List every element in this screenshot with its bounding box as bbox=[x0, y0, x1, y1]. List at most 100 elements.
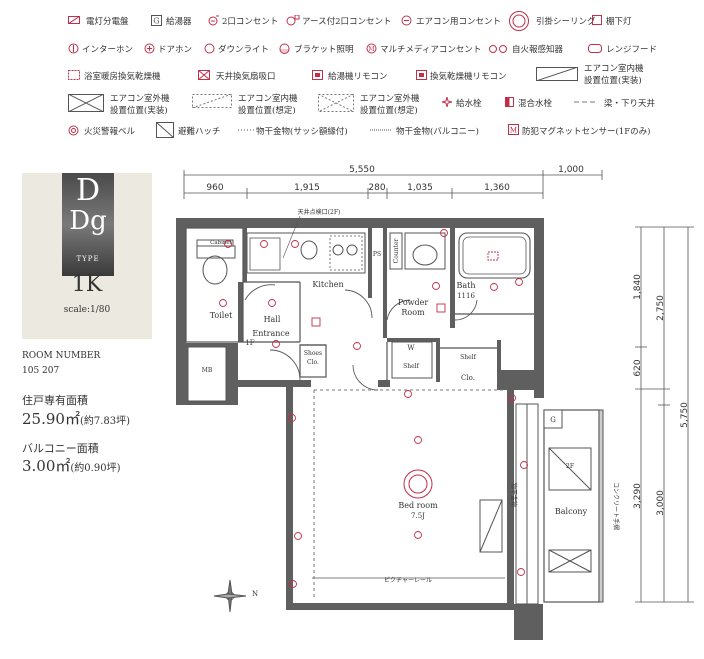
legend-item: 設置位置(実装) bbox=[584, 76, 642, 86]
heater-remote-icon bbox=[312, 70, 323, 80]
interior-walls bbox=[185, 227, 534, 380]
balcony-outline bbox=[543, 409, 600, 603]
legend-item: 給水栓 bbox=[456, 99, 482, 109]
type-letter: D bbox=[75, 173, 101, 208]
aircon-indoor-unit bbox=[479, 499, 503, 553]
ceiling-hook-icon bbox=[403, 469, 433, 499]
legend-item: 設置位置(想定) bbox=[360, 106, 418, 116]
legend-item: 浴室暖房換気乾燥機 bbox=[84, 72, 161, 82]
legend-item: 給湯機リモコン bbox=[328, 72, 388, 82]
type-label: TYPE bbox=[76, 255, 100, 263]
dim-right: 5,750 bbox=[680, 402, 690, 428]
burner bbox=[346, 244, 358, 256]
legend-item: 混合水栓 bbox=[518, 99, 553, 109]
legend-item: 設置位置(想定) bbox=[238, 106, 296, 116]
room-number-label: ROOM NUMBER bbox=[22, 351, 101, 361]
water-heater-box bbox=[543, 409, 563, 429]
legend-item: アース付2口コンセント bbox=[302, 17, 392, 27]
dryer-remote-icon bbox=[416, 70, 427, 80]
type-badge: D Dg TYPE bbox=[62, 173, 114, 276]
aircon-outdoor-icon bbox=[68, 94, 104, 112]
legend-item: 自火報感知器 bbox=[512, 45, 564, 55]
room-label-hall: Hall bbox=[264, 315, 281, 324]
dim-right: 3,000 bbox=[656, 490, 666, 516]
bathtub-inner bbox=[462, 236, 527, 275]
water-tap-icon bbox=[442, 97, 452, 107]
escape-hatch-icon bbox=[156, 122, 174, 138]
legend-item: 物干金物(サッシ額縁付) bbox=[256, 127, 348, 137]
legend-item: 天井換気扇吸口 bbox=[216, 72, 276, 82]
mixing-tap-icon bbox=[505, 97, 514, 107]
ceiling-hook-inner bbox=[408, 474, 428, 494]
balcony-area-label: バルコニー面積 bbox=[22, 442, 99, 455]
legend-item: 換気乾燥機リモコン bbox=[430, 72, 507, 82]
fire-bell-icon bbox=[68, 125, 79, 136]
toilet-bowl bbox=[202, 255, 228, 285]
legend-item: 棚下灯 bbox=[606, 17, 632, 27]
room-label-balcony: Balcony bbox=[555, 507, 588, 516]
legend-item: エアコン室内機 bbox=[584, 64, 644, 74]
walls bbox=[176, 218, 544, 640]
label-mb: MB bbox=[202, 367, 213, 374]
aircon-outdoor-assumed-icon bbox=[318, 94, 354, 112]
legend-item: インターホン bbox=[82, 45, 134, 55]
aircon-outlet-icon bbox=[401, 15, 412, 26]
label-clo: Clo. bbox=[461, 374, 475, 382]
ceiling-note-leader bbox=[282, 215, 301, 259]
legend-item: ブラケット照明 bbox=[294, 45, 354, 55]
legend-item: ダウンライト bbox=[218, 45, 270, 55]
distribution-board-icon bbox=[68, 16, 80, 24]
label-shoes-clo: Clo. bbox=[307, 359, 319, 366]
top-dimensions bbox=[183, 170, 603, 199]
legend-item: エアコン室外機 bbox=[360, 94, 420, 104]
counter bbox=[389, 232, 403, 270]
area-value-line: 25.90㎡(約7.83坪) bbox=[22, 408, 130, 429]
dim-top-right: 1,000 bbox=[558, 165, 584, 175]
legend-item: 避難ハッチ bbox=[178, 127, 221, 137]
area-label: 住戸専有面積 bbox=[22, 394, 88, 407]
room-label-toilet: Toilet bbox=[210, 311, 233, 320]
aircon-outdoor-unit bbox=[548, 549, 592, 573]
basin-counter bbox=[404, 232, 446, 270]
dim-right: 620 bbox=[633, 359, 643, 376]
kitchen-counter bbox=[246, 232, 366, 274]
balcony-value-line: 3.00㎡(約0.90坪) bbox=[22, 455, 120, 476]
dim-top-segment: 1,915 bbox=[294, 183, 320, 193]
range-hood-icon bbox=[588, 44, 602, 53]
earth-outlet-icon bbox=[286, 15, 300, 26]
escape-hatch-diagonal bbox=[548, 447, 592, 491]
beam-icon bbox=[574, 101, 598, 103]
type-code: Dg bbox=[69, 206, 107, 236]
range-hood bbox=[329, 235, 363, 271]
washer-pan bbox=[391, 341, 433, 379]
dim-right: 3,290 bbox=[633, 483, 643, 509]
dim-top-segment: 960 bbox=[206, 183, 223, 193]
legend: 電灯分電盤 G 給湯器 2口コンセント アース付2口コンセント エアコン用コンセ… bbox=[0, 0, 704, 150]
dim-right: 2,750 bbox=[656, 295, 666, 321]
layout-label: 1K bbox=[71, 272, 103, 297]
dim-top-segment: 280 bbox=[368, 183, 385, 193]
room-label-powder-room: Room bbox=[401, 308, 425, 317]
room-numbers: 105 207 bbox=[22, 366, 60, 376]
legend-item: エアコン室外機 bbox=[110, 94, 170, 104]
svg-text:M: M bbox=[510, 127, 517, 135]
label-1f: 1F bbox=[245, 339, 254, 347]
multimedia-outlet-icon: M bbox=[366, 43, 377, 54]
svg-text:G: G bbox=[153, 17, 159, 26]
legend-item: 梁・下り天井 bbox=[604, 99, 656, 109]
ceiling-hook-icon bbox=[509, 11, 529, 31]
room-label-powder: Powder bbox=[398, 298, 429, 307]
legend-item: 引掛シーリング bbox=[536, 17, 596, 27]
water-heater-icon: G bbox=[151, 15, 162, 26]
right-dimensions bbox=[635, 226, 694, 603]
ceiling-inspection-note: 天井点検口(2F) bbox=[298, 208, 341, 216]
label-counter: Counter bbox=[393, 238, 400, 263]
balcony-value: 3.00㎡ bbox=[22, 457, 71, 475]
legend-item: 2口コンセント bbox=[222, 17, 279, 27]
laundry-note: 物干金物 bbox=[510, 483, 518, 507]
intercom-icon bbox=[68, 43, 79, 54]
room-label-bath: Bath bbox=[456, 281, 475, 290]
legend-item: 防犯マグネットセンサー(1Fのみ) bbox=[522, 127, 651, 137]
label-cabinet: Cabinet bbox=[210, 240, 233, 246]
compass-icon bbox=[213, 579, 247, 613]
